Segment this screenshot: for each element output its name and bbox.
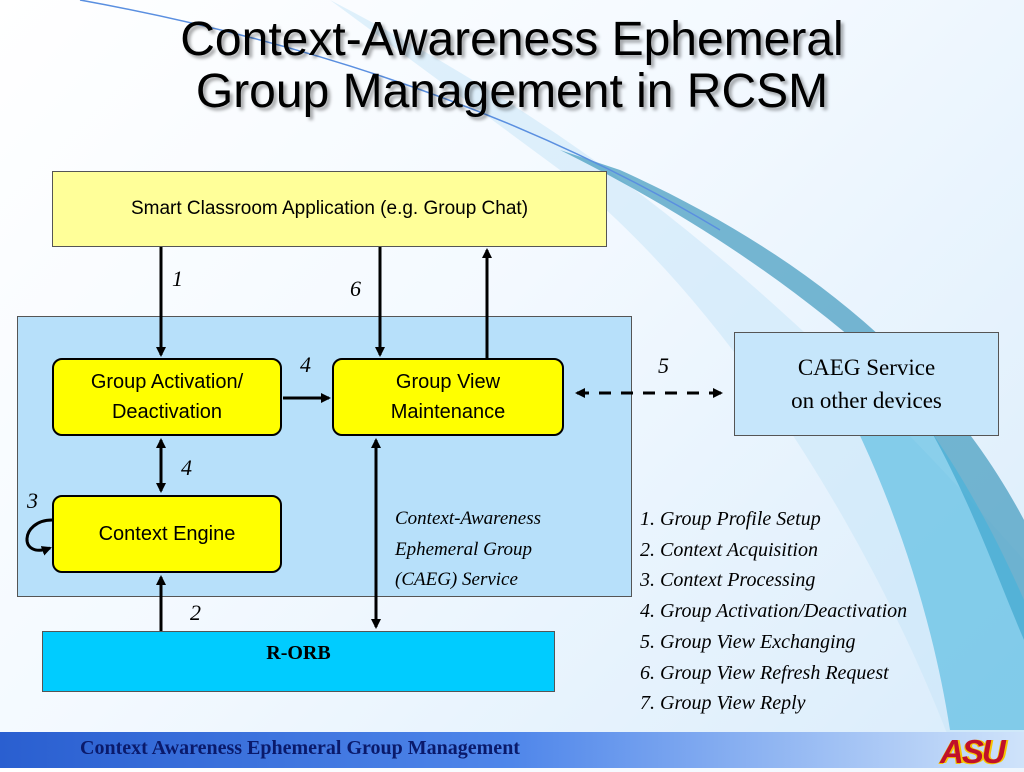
legend-item: 7. Group View Reply (640, 692, 806, 715)
group-activation-node: Group Activation/ Deactivation (52, 358, 282, 436)
r-orb-label: R-ORB (266, 642, 331, 664)
context-engine-label: Context Engine (98, 523, 236, 545)
title-line-2: Group Management in RCSM (195, 65, 829, 118)
legend-item: 1. Group Profile Setup (640, 508, 821, 530)
step-label-6: 6 (350, 276, 361, 301)
footer-title: Context Awareness Ephemeral Group Manage… (80, 737, 520, 759)
legend-item: 6. Group View Refresh Request (640, 661, 889, 684)
legend-item: 2. Context Acquisition (640, 538, 818, 561)
group-view-maintenance-node: Group View Maintenance (332, 358, 564, 436)
group-activation-line-2: Deactivation (111, 401, 223, 423)
step-label-4-top: 4 (300, 352, 311, 377)
context-engine-node: Context Engine (52, 495, 282, 573)
asu-logo: ASU (940, 733, 1006, 770)
step-label-2: 2 (190, 600, 201, 625)
step-label-3: 3 (27, 488, 38, 513)
caeg-caption-line-3: (CAEG) Service (395, 569, 518, 590)
step-legend: 1. Group Profile Setup 2. Context Acquis… (640, 504, 1020, 719)
footer-bar (0, 732, 1024, 768)
caeg-service-caption: Context-Awareness Ephemeral Group (CAEG)… (395, 504, 625, 596)
legend-item: 5. Group View Exchanging (640, 630, 856, 653)
r-orb-box: R-ORB (42, 631, 555, 692)
caeg-other-line-1: CAEG Service (797, 355, 936, 380)
group-activation-line-1: Group Activation/ (90, 371, 244, 393)
step-label-1: 1 (172, 266, 183, 291)
legend-item: 3. Context Processing (640, 569, 816, 592)
group-view-line-2: Maintenance (390, 401, 506, 423)
group-view-line-1: Group View (395, 371, 501, 393)
smart-classroom-app-label: Smart Classroom Application (e.g. Group … (130, 198, 529, 219)
caeg-other-line-2: on other devices (791, 388, 942, 413)
step-label-5: 5 (658, 353, 669, 378)
caeg-other-devices-box: CAEG Service on other devices (734, 332, 999, 436)
title-line-1: Context-Awareness Ephemeral (180, 13, 844, 66)
caeg-caption-line-2: Ephemeral Group (395, 538, 533, 560)
smart-classroom-app-box: Smart Classroom Application (e.g. Group … (52, 171, 607, 247)
step-label-4-side: 4 (181, 455, 192, 480)
caeg-caption-line-1: Context-Awareness (395, 508, 541, 529)
legend-item: 4. Group Activation/Deactivation (640, 600, 908, 623)
page-title: Context-Awareness Ephemeral Group Manage… (0, 14, 1024, 118)
